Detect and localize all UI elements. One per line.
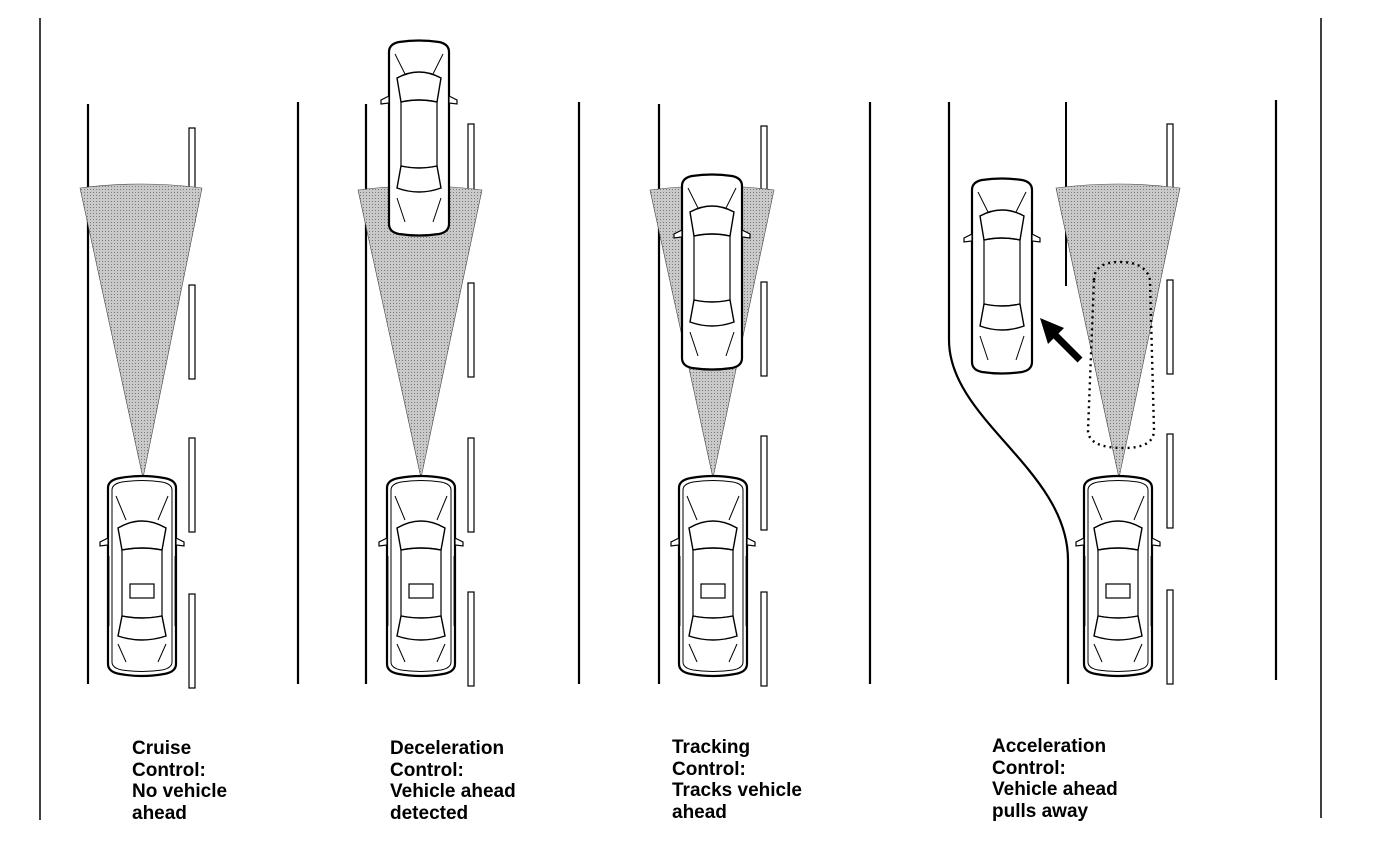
caption-line: Control: (672, 758, 746, 780)
caption-line: No vehicle (132, 781, 228, 802)
caption-line: Tracks vehicle (672, 780, 802, 801)
radar-beam (1055, 183, 1181, 479)
caption-line: Control: (132, 759, 206, 781)
caption-line: ahead (132, 802, 187, 824)
radar-beam (79, 183, 203, 479)
caption-cruise: Cruise Control: No vehicle ahead (132, 738, 227, 824)
vehicle-pulling-away (962, 177, 1042, 375)
own-car (669, 474, 757, 678)
panel-deceleration (357, 39, 581, 687)
caption-line: Vehicle ahead (992, 779, 1118, 800)
panel-tracking (649, 102, 872, 687)
caption-line: Control: (390, 759, 464, 781)
previous-vehicle-position (1086, 260, 1156, 450)
caption-line: Acceleration (992, 736, 1107, 757)
own-car (377, 474, 465, 678)
panel-cruise (79, 102, 300, 689)
own-car (98, 474, 186, 678)
caption-line: ahead (672, 801, 727, 823)
caption-line: Control: (992, 757, 1066, 779)
pull-away-arrow-icon (1040, 318, 1083, 363)
caption-deceleration: Deceleration Control: Vehicle ahead dete… (390, 738, 516, 824)
caption-acceleration: Acceleration Control: Vehicle ahead pull… (992, 736, 1118, 822)
caption-line: detected (390, 802, 469, 824)
panel-acceleration (947, 100, 1278, 685)
caption-line: Tracking (672, 737, 751, 758)
vehicle-ahead (379, 39, 459, 237)
road-left-edge-curve (947, 102, 1070, 684)
caption-line: Cruise (132, 738, 192, 759)
vehicle-ahead (672, 173, 752, 371)
caption-line: Deceleration (390, 738, 505, 759)
own-car (1074, 474, 1162, 678)
caption-line: Vehicle ahead (390, 781, 516, 802)
caption-line: pulls away (992, 800, 1089, 822)
caption-tracking: Tracking Control: Tracks vehicle ahead (672, 737, 802, 823)
